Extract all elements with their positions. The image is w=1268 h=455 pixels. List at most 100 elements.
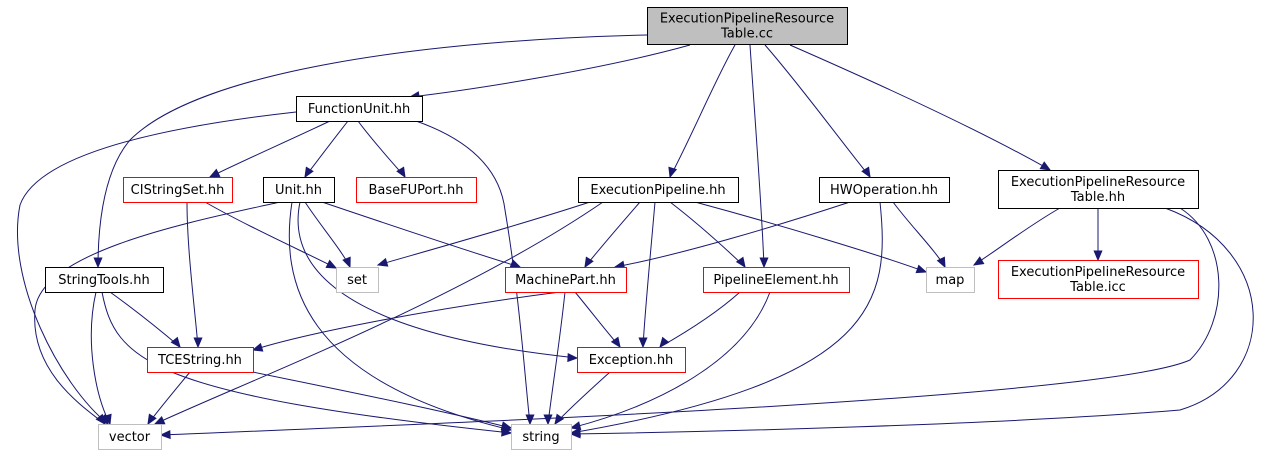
arrowhead-icon: [93, 257, 103, 269]
node-label: Unit.hh: [275, 183, 322, 198]
edge-line: [304, 201, 351, 268]
edge-unit-to-exception: [297, 201, 579, 363]
edge-root-to-functionunit: [408, 44, 691, 101]
node-box: [577, 347, 686, 373]
node-label: MachinePart.hh: [515, 273, 616, 288]
node-tcestring[interactable]: TCEString.hh: [147, 347, 254, 373]
edge-line: [749, 44, 765, 268]
node-label: vector: [109, 430, 151, 445]
arrowhead-icon: [208, 168, 221, 178]
arrowhead-icon: [759, 257, 769, 269]
node-label: Table.icc: [1069, 280, 1126, 295]
node-label: ExecutionPipelineResource: [660, 12, 834, 27]
node-cistringset[interactable]: CIStringSet.hh: [123, 177, 233, 203]
edge-line: [409, 44, 691, 98]
edge-line: [204, 201, 337, 269]
edge-line: [252, 291, 561, 351]
node-executionpipeline[interactable]: ExecutionPipeline.hh: [578, 177, 739, 203]
edge-line: [764, 44, 871, 178]
edge-cistringset-to-set: [204, 201, 338, 269]
node-basefuport[interactable]: BaseFUPort.hh: [356, 177, 477, 203]
nodes-layer: ExecutionPipelineResourceTable.ccFunctio…: [45, 7, 1199, 450]
arrowhead-icon: [638, 337, 648, 349]
edge-root-to-stringtools: [93, 34, 648, 269]
edge-executionpipeline-to-pipelineelement: [669, 201, 746, 269]
edge-line: [101, 291, 512, 434]
edge-tcestring-to-vector: [147, 371, 191, 426]
edge-tcestring-to-string: [252, 371, 513, 431]
node-label: StringTools.hh: [58, 273, 149, 288]
arrowhead-icon: [193, 337, 203, 349]
node-label: string: [522, 430, 559, 445]
edge-line: [642, 201, 656, 348]
node-exception[interactable]: Exception.hh: [577, 347, 686, 373]
node-unit[interactable]: Unit.hh: [263, 177, 335, 203]
edge-line: [377, 201, 591, 266]
edge-executionpipeline-to-exception: [638, 201, 656, 349]
node-label: ExecutionPipelineResource: [1011, 175, 1185, 190]
edge-root-to-pipelineelement: [749, 44, 769, 269]
arrowhead-icon: [972, 256, 985, 266]
node-box: [819, 177, 950, 203]
edge-unit-to-set: [304, 201, 351, 269]
edge-executionpipeline-to-map: [694, 201, 928, 274]
edge-hwoperation-to-string: [569, 201, 883, 437]
edge-stringtools-to-vector: [90, 291, 112, 426]
edge-pipelineelement-to-string: [569, 291, 771, 431]
node-box: [505, 267, 627, 293]
node-box: [578, 177, 739, 203]
node-stringtools[interactable]: StringTools.hh: [45, 267, 164, 293]
edge-exception-to-string: [554, 371, 611, 426]
edge-line: [415, 120, 531, 425]
edge-line: [574, 291, 621, 348]
arrowhead-icon: [554, 413, 565, 426]
edge-pipelineelement-to-exception: [659, 291, 741, 349]
node-pipelineelement[interactable]: PipelineElement.hh: [703, 267, 850, 293]
edge-eprt_hh-to-string: [569, 207, 1254, 439]
arrowhead-icon: [543, 414, 553, 426]
edge-cistringset-to-tcestring: [186, 201, 203, 349]
arrowhead-icon: [153, 415, 166, 425]
arrowhead-icon: [659, 336, 670, 349]
edge-line: [16, 111, 297, 425]
edge-line: [892, 201, 946, 268]
arrowhead-icon: [376, 257, 389, 267]
edge-executionpipeline-to-set: [376, 201, 591, 267]
arrowhead-icon: [569, 429, 581, 439]
edge-machinepart-to-string: [543, 291, 566, 426]
edge-machinepart-to-tcestring: [251, 291, 561, 352]
edge-functionunit-to-basefuport: [357, 120, 406, 179]
edge-root-to-executionpipeline: [668, 44, 736, 179]
edge-line: [694, 201, 927, 273]
node-box: [45, 267, 164, 293]
node-label: FunctionUnit.hh: [308, 102, 410, 117]
node-box: [926, 267, 975, 293]
edge-line: [321, 201, 521, 268]
arrowhead-icon: [584, 256, 594, 269]
arrowhead-icon: [342, 256, 351, 269]
arrowhead-icon: [1039, 161, 1052, 171]
arrowhead-icon: [735, 256, 746, 269]
edge-line: [90, 291, 111, 425]
edge-line: [570, 201, 883, 434]
node-functionunit[interactable]: FunctionUnit.hh: [296, 96, 423, 122]
node-label: Exception.hh: [589, 353, 674, 368]
node-machinepart[interactable]: MachinePart.hh: [505, 267, 627, 293]
node-label: CIStringSet.hh: [131, 183, 225, 198]
node-box: [703, 267, 850, 293]
node-box: [356, 177, 477, 203]
edge-line: [669, 44, 736, 178]
node-box: [647, 7, 848, 45]
edge-line: [614, 201, 851, 268]
node-hwoperation[interactable]: HWOperation.hh: [819, 177, 950, 203]
arrowhead-icon: [147, 413, 157, 426]
edge-line: [154, 201, 604, 425]
edge-line: [186, 201, 199, 348]
node-set: set: [336, 267, 379, 293]
edge-unit-to-vector: [34, 201, 281, 426]
edge-line: [570, 207, 1254, 435]
